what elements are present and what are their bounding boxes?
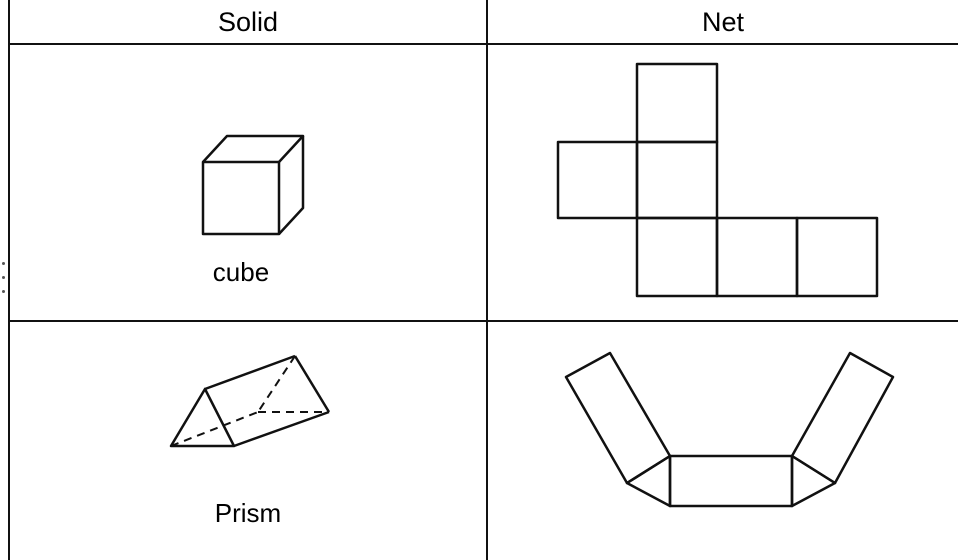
header-row-divider (8, 43, 958, 45)
header-solid: Solid (217, 6, 279, 37)
scan-speck (2, 276, 5, 279)
solid-label-cube: cube (212, 257, 270, 287)
prism-net-icon (564, 351, 895, 508)
scan-speck (2, 290, 5, 293)
header-net: Net (701, 6, 745, 37)
column-divider (486, 0, 488, 560)
scan-speck (2, 262, 5, 265)
solid-label-prism: Prism (214, 498, 282, 528)
cube-icon (201, 134, 305, 236)
cube-net-icon (556, 62, 879, 298)
row-divider (8, 320, 958, 322)
triangular-prism-icon (169, 354, 331, 448)
table-left-border (8, 0, 10, 560)
